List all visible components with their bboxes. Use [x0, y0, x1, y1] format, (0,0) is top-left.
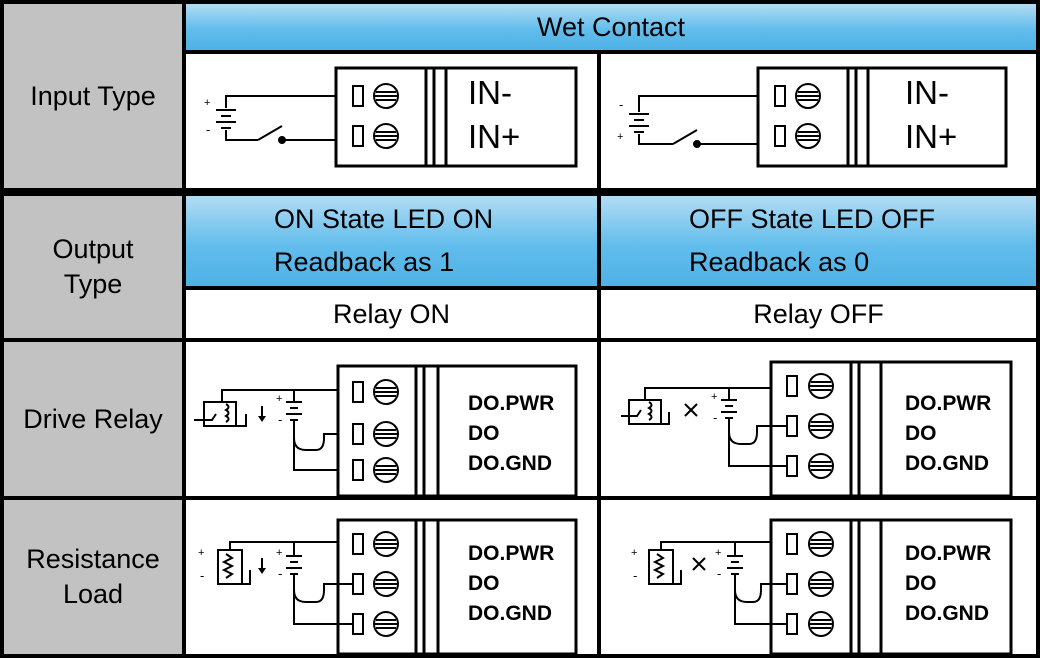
input-minus-sign: - [206, 122, 210, 137]
input-plus-sign: + [204, 97, 210, 109]
res-on-left-minus-sign: - [200, 568, 204, 583]
on-state-line2: Readback as 1 [274, 247, 455, 277]
drive-relay-on-svg: + - DO.PWR DO DO.GND [194, 364, 578, 496]
in-minus-label-off: IN- [905, 74, 949, 111]
off-state-line2: Readback as 0 [689, 247, 870, 277]
resistance-load-on-svg: + - + - DO.PWR DO DO.GND [198, 518, 578, 654]
do-label-res-off: DO [905, 572, 937, 595]
in-plus-label: IN+ [468, 118, 520, 155]
resistance-load-text: Resistance Load [26, 544, 160, 609]
input-wiring-on-svg: + - IN- IN+ [204, 66, 578, 168]
relay-on-text: Relay ON [332, 298, 451, 329]
do-gnd-label-drive-on: DO.GND [468, 452, 552, 475]
drive-relay-off-diagram: + - DO.PWR DO DO.GND [601, 342, 1036, 496]
resistance-load-label: Resistance Load [4, 500, 182, 654]
relay-off-text: Relay OFF [753, 298, 884, 329]
input-wiring-off-svg: - + IN- IN+ [617, 66, 1008, 168]
in-minus-label: IN- [468, 74, 512, 111]
off-state-line1: OFF State LED OFF [689, 204, 936, 234]
output-type-text: Output Type [52, 234, 134, 299]
off-state-header: OFF State LED OFF Readback as 0 [601, 196, 1036, 286]
do-gnd-label-res-on: DO.GND [468, 602, 552, 625]
res-off-plus-sign: + [715, 547, 721, 559]
do-pwr-label-res-on: DO.PWR [468, 542, 554, 565]
do-label-drive-off: DO [905, 422, 937, 445]
resistance-load-off-svg: + - + - DO.PWR DO DO.GND [631, 518, 1013, 654]
do-pwr-label-res-off: DO.PWR [905, 542, 991, 565]
do-gnd-label-res-off: DO.GND [905, 602, 989, 625]
input-type-text: Input Type [30, 80, 156, 111]
res-off-left-plus-sign: + [631, 547, 637, 559]
res-on-plus-sign: + [276, 547, 282, 559]
do-label-res-on: DO [468, 572, 500, 595]
drive-off-minus-sign: - [713, 410, 717, 425]
res-on-left-plus-sign: + [198, 547, 204, 559]
drive-on-minus-sign: - [278, 412, 282, 427]
res-on-minus-sign: - [278, 566, 282, 581]
do-pwr-label-drive-on: DO.PWR [468, 392, 554, 415]
input-diagram-off: - + IN- IN+ [601, 54, 1036, 188]
do-gnd-label-drive-off: DO.GND [905, 452, 989, 475]
wet-contact-header: Wet Contact [186, 4, 1036, 50]
res-off-minus-sign: - [717, 566, 721, 581]
drive-on-plus-sign: + [276, 393, 282, 405]
resistance-load-on-diagram: + - + - DO.PWR DO DO.GND [186, 500, 597, 654]
input-off-plus-sign: + [617, 131, 623, 143]
drive-relay-on-diagram: + - DO.PWR DO DO.GND [186, 342, 597, 496]
do-pwr-label-drive-off: DO.PWR [905, 392, 991, 415]
input-off-minus-sign: - [619, 97, 623, 112]
do-label-drive-on: DO [468, 422, 500, 445]
drive-off-plus-sign: + [711, 391, 717, 403]
in-plus-label-off: IN+ [905, 118, 957, 155]
input-diagram-on: + - IN- IN+ [186, 54, 597, 188]
on-state-line1: ON State LED ON [274, 204, 494, 234]
drive-relay-off-svg: + - DO.PWR DO DO.GND [621, 360, 1013, 496]
output-type-label: Output Type [4, 196, 182, 338]
on-state-header: ON State LED ON Readback as 1 [186, 196, 597, 286]
drive-relay-text: Drive Relay [23, 403, 163, 434]
drive-relay-label: Drive Relay [4, 342, 182, 496]
relay-on-cell: Relay ON [186, 290, 597, 338]
wet-contact-text: Wet Contact [536, 11, 686, 42]
relay-off-cell: Relay OFF [601, 290, 1036, 338]
resistance-load-off-diagram: + - + - DO.PWR DO DO.GND [601, 500, 1036, 654]
res-off-left-minus-sign: - [633, 568, 637, 583]
input-type-label: Input Type [4, 4, 182, 188]
